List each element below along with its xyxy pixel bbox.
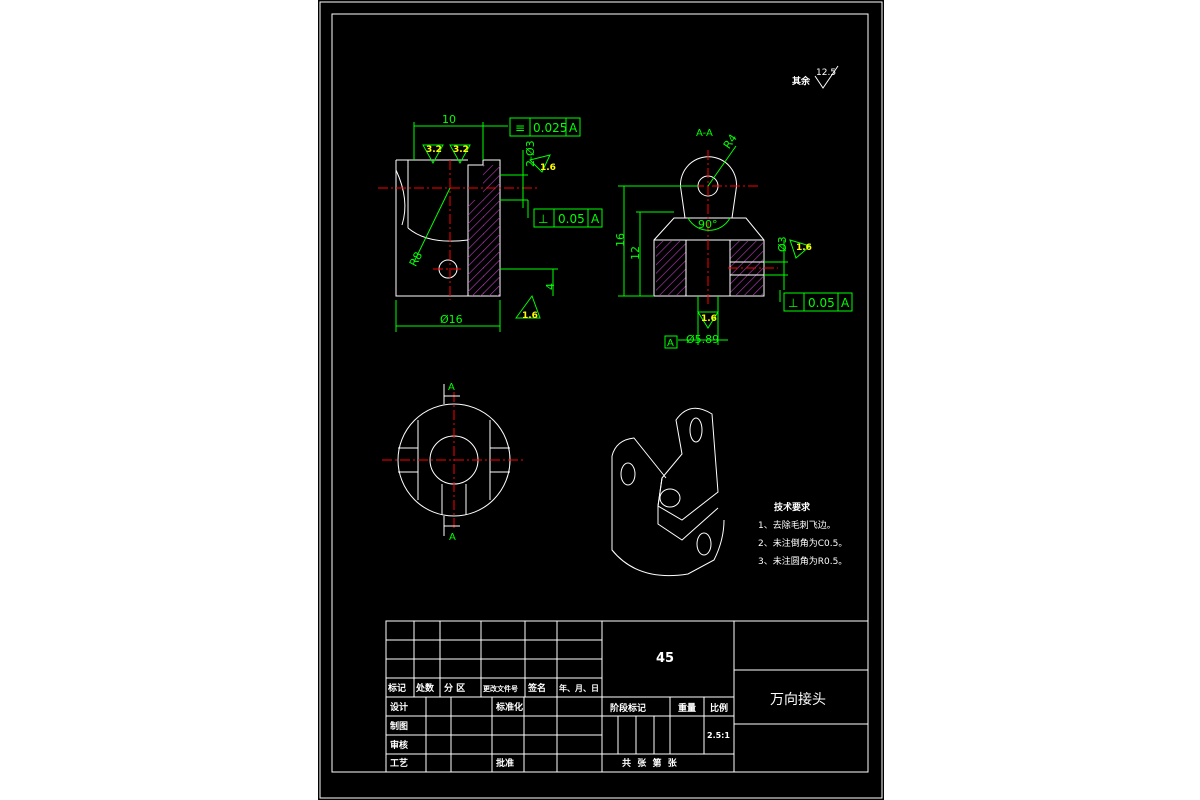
section-cut-label-top: A (448, 382, 455, 393)
design-label: 设计 (390, 701, 408, 713)
tech-req-item-3: 3、未注圆角为R0.5。 (758, 555, 847, 567)
front-roughness-2: 3.2 (453, 145, 469, 155)
weight-label: 重量 (678, 702, 696, 714)
cad-drawing: 其余 12.5 10 Ø16 R8 4 2 (319, 1, 883, 799)
section-dim-radius: R4 (721, 132, 740, 151)
front-fcf-symmetry: ≡ 0.025 A (509, 117, 581, 137)
technical-requirements: 技术要求 1、去除毛刺飞边。 2、未注倒角为C0.5。 3、未注圆角为R0.5。 (758, 501, 847, 567)
check-label: 审核 (390, 739, 408, 751)
header-count: 处数 (415, 682, 435, 694)
header-signature: 签名 (527, 682, 546, 694)
inner-border (331, 13, 869, 773)
draw-label: 制图 (390, 720, 408, 732)
section-dim-12: 12 (629, 246, 642, 260)
scale-label: 比例 (710, 702, 728, 714)
svg-text:0.025: 0.025 (533, 121, 567, 135)
section-roughness-1: 1.6 (796, 243, 812, 253)
front-view: 10 Ø16 R8 4 2-Ø3 3.2 3.2 1.6 1.6 ≡ 0.025… (378, 113, 603, 332)
tech-req-title: 技术要求 (774, 501, 811, 513)
section-cut-label-bottom: A (449, 532, 456, 543)
standardize-label: 标准化 (495, 701, 523, 713)
front-fcf-perpendicular: ⊥ 0.05 A (527, 200, 603, 228)
material-value: 45 (656, 651, 674, 666)
header-mark: 标记 (387, 682, 406, 694)
roughness-note-label: 其余 (792, 75, 811, 87)
section-roughness-2: 1.6 (701, 314, 717, 324)
drawing-sheet: 其余 12.5 10 Ø16 R8 4 2 (318, 0, 884, 800)
svg-text:≡: ≡ (515, 121, 525, 135)
svg-text:A: A (841, 296, 850, 310)
header-date: 年、月、日 (559, 683, 599, 693)
stage-mark-label: 阶段标记 (610, 702, 646, 714)
svg-text:A: A (569, 121, 578, 135)
front-dim-hole: 2-Ø3 (524, 140, 537, 167)
front-dim-diameter: Ø16 (440, 313, 463, 326)
isometric-view (611, 407, 725, 577)
front-dim-radius: R8 (407, 250, 425, 269)
front-dim-height: 4 (544, 283, 557, 290)
front-roughness-1: 3.2 (426, 145, 442, 155)
section-fcf-perpendicular: ⊥ 0.05 A (779, 290, 853, 312)
sheets-label: 共 张 第 张 (622, 757, 678, 769)
part-name: 万向接头 (770, 691, 826, 708)
top-view: A A (382, 382, 526, 543)
svg-text:⊥: ⊥ (788, 296, 798, 310)
section-dim-hole: Ø3 (776, 236, 789, 252)
svg-text:0.05: 0.05 (808, 296, 835, 310)
svg-text:A: A (591, 212, 600, 226)
header-change-doc: 更改文件号 (483, 684, 518, 693)
outer-border (319, 1, 883, 799)
process-label: 工艺 (390, 757, 408, 769)
front-roughness-3: 1.6 (540, 163, 556, 173)
svg-text:0.05: 0.05 (558, 212, 585, 226)
front-roughness-4: 1.6 (522, 311, 538, 321)
roughness-note-value: 12.5 (816, 68, 836, 78)
scale-value: 2.5:1 (707, 731, 730, 740)
section-dim-angle: 90° (698, 218, 718, 231)
tech-req-item-1: 1、去除毛刺飞边。 (758, 519, 836, 531)
svg-text:⊥: ⊥ (538, 212, 548, 226)
tech-req-item-2: 2、未注倒角为C0.5。 (758, 537, 847, 549)
front-dim-width: 10 (442, 113, 456, 126)
section-label: A-A (696, 128, 713, 139)
general-roughness-note: 其余 12.5 (792, 65, 839, 89)
section-datum-box: A (667, 338, 674, 349)
header-zone: 分 区 (444, 682, 465, 694)
section-dim-16: 16 (614, 233, 627, 247)
title-block: 45 万向接头 标记 处数 分 区 更改文件号 签名 年、月、日 设计 标准化 … (385, 620, 869, 773)
section-dim-bore: Ø5.89 (686, 333, 719, 346)
approve-label: 批准 (496, 757, 514, 769)
section-view: A-A 16 12 R4 90° Ø3 Ø5.89 (614, 128, 853, 349)
